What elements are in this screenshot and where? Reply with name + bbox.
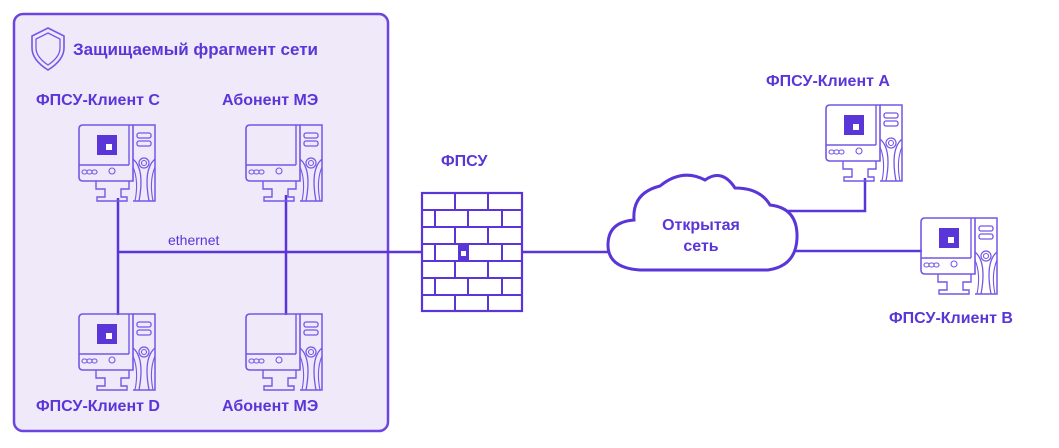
shield-icon [31,27,65,71]
firewall-brick-wall-icon[interactable] [420,191,524,313]
cloud-icon[interactable] [606,173,799,272]
cloud-label-line1: Открытая [662,217,740,234]
links [116,178,922,315]
client-d-label: ФПСУ-Клиент D [36,398,160,415]
client-c-label: ФПСУ-Клиент С [36,92,160,109]
client-b-label: ФПСУ-Клиент В [889,310,1013,327]
abonent-bottom-label: Абонент МЭ [222,398,318,415]
abonent-top-label: Абонент МЭ [222,92,318,109]
protected-zone-box [12,12,390,433]
zone-title: Защищаемый фрагмент сети [73,40,318,59]
protected-zone: Защищаемый фрагмент сети [12,12,390,433]
client-b-computer-icon[interactable] [921,218,997,294]
fpsu-label: ФПСУ [441,153,489,170]
cloud-label-line2: сеть [683,238,718,255]
client-a-computer-icon[interactable] [826,105,902,181]
link-cloud-client-a [788,178,867,213]
client-a-label: ФПСУ-Клиент А [766,73,890,90]
ethernet-label: ethernet [168,232,219,248]
